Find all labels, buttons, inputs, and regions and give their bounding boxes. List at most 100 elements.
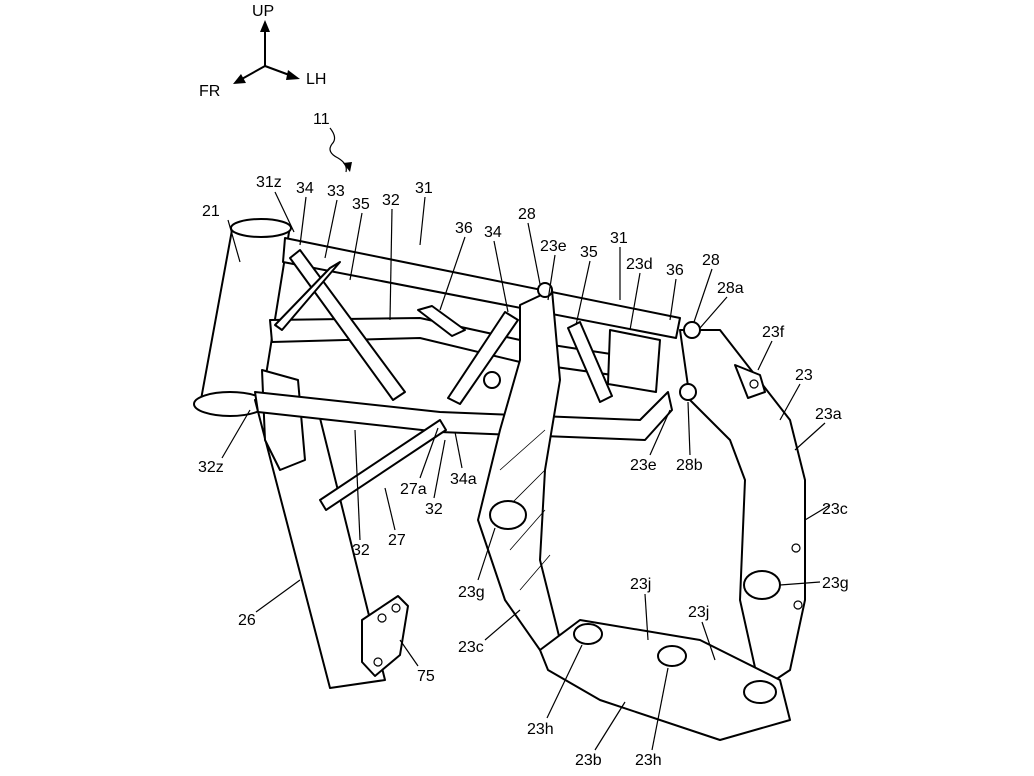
- label-23b: 23b: [575, 752, 602, 769]
- leader-23f: [757, 340, 773, 371]
- label-28-b: 28: [702, 252, 720, 269]
- label-23j-b: 23j: [688, 604, 709, 621]
- label-31-a: 31: [415, 180, 433, 197]
- leader-36a: [439, 236, 466, 311]
- label-23a: 23a: [815, 406, 842, 423]
- label-32z: 32z: [198, 459, 224, 476]
- label-34-a: 34: [296, 180, 314, 197]
- front-label: FR: [199, 83, 220, 100]
- label-34-b: 34: [484, 224, 502, 241]
- label-23j-a: 23j: [630, 576, 651, 593]
- label-27a: 27a: [400, 481, 427, 498]
- label-36-b: 36: [666, 262, 684, 279]
- front-arrow: [239, 65, 266, 81]
- plate-23d: [607, 329, 661, 393]
- leader-23jb: [701, 621, 716, 661]
- pivot-hole-23g-b: [743, 570, 781, 600]
- leader-21: [227, 219, 241, 263]
- label-35-a: 35: [352, 196, 370, 213]
- leader-31a: [419, 196, 426, 246]
- leader-28a-b: [699, 296, 728, 329]
- label-23h-b: 23h: [635, 752, 662, 769]
- engine-bracket: [361, 595, 409, 677]
- brace-34: [274, 261, 341, 331]
- leader-23eb: [649, 409, 671, 456]
- pivot-hole-23g: [489, 500, 527, 530]
- leader-27a: [419, 427, 439, 479]
- mount-23h-b: [657, 645, 687, 667]
- leader-23b: [594, 701, 626, 751]
- leader-28b: [693, 268, 713, 323]
- label-28-a: 28: [518, 206, 536, 223]
- leader-31z: [274, 191, 295, 233]
- leader-32a: [389, 208, 393, 321]
- bracket-mid: [483, 371, 501, 389]
- leader-23ha: [546, 644, 583, 719]
- leader-32z: [221, 409, 251, 459]
- label-23e-b: 23e: [630, 457, 657, 474]
- leader-33: [324, 199, 338, 259]
- bracket-23f: [734, 364, 766, 399]
- head-pipe-top: [230, 218, 292, 238]
- label-28a: 28a: [717, 280, 744, 297]
- leader-23ja: [644, 593, 649, 641]
- frame-leader-arrow: [343, 162, 352, 172]
- leader-27: [384, 487, 396, 531]
- strut-27: [319, 419, 447, 511]
- leader-32b: [433, 439, 446, 499]
- leader-34a: [299, 196, 307, 246]
- label-27: 27: [388, 532, 406, 549]
- label-23h-a: 23h: [527, 721, 554, 738]
- leader-23hb: [651, 667, 669, 751]
- bracket-hole-1: [377, 613, 387, 623]
- mount-23h-c: [743, 680, 777, 704]
- leader-34b: [493, 240, 509, 313]
- label-34a: 34a: [450, 471, 477, 488]
- label-28b: 28b: [676, 457, 703, 474]
- label-23d: 23d: [626, 256, 653, 273]
- leader-75: [399, 639, 419, 667]
- leader-28a: [527, 222, 541, 285]
- label-32-a: 32: [382, 192, 400, 209]
- leader-34a-b: [454, 431, 463, 469]
- leader-36b: [669, 278, 677, 321]
- label-36-a: 36: [455, 220, 473, 237]
- label-35-b: 35: [580, 244, 598, 261]
- left-label: LH: [306, 71, 326, 88]
- leader-23ea: [547, 254, 556, 301]
- leader-23a: [794, 422, 826, 451]
- label-26: 26: [238, 612, 256, 629]
- bracket-28c: [679, 383, 697, 401]
- leader-23cb: [484, 609, 521, 641]
- leader-lines: [221, 191, 831, 751]
- brace-36: [417, 305, 466, 337]
- label-23g-b: 23g: [822, 575, 849, 592]
- label-23e-a: 23e: [540, 238, 567, 255]
- label-32-c: 32: [352, 542, 370, 559]
- leader-23: [779, 383, 801, 421]
- label-31z: 31z: [256, 174, 282, 191]
- spar-bolt-1: [791, 543, 801, 553]
- leader-35a: [349, 212, 363, 281]
- label-23f: 23f: [762, 324, 785, 341]
- spar-ribs: [499, 429, 551, 591]
- brace-34b: [447, 311, 519, 405]
- bracket-hole-3: [373, 657, 383, 667]
- leader-28b-b: [687, 401, 691, 456]
- leader-32c: [354, 429, 361, 541]
- front-arrowhead: [233, 74, 246, 84]
- reference-labels: 11 21 31z 34 33 35 32 31 36 34 28 23e 35…: [198, 111, 849, 769]
- left-arrowhead: [286, 70, 300, 80]
- up-arrowhead: [260, 20, 270, 32]
- label-23: 23: [795, 367, 813, 384]
- leader-23gb: [779, 581, 821, 586]
- orientation-indicator: UP FR LH: [199, 3, 326, 100]
- frame-drawing: [193, 127, 806, 741]
- label-23c-a: 23c: [822, 501, 848, 518]
- label-21: 21: [202, 203, 220, 220]
- spar-bolt-2: [793, 600, 803, 610]
- bracket-23f-hole: [749, 379, 759, 389]
- leader-35b: [575, 260, 591, 326]
- label-11: 11: [313, 111, 330, 128]
